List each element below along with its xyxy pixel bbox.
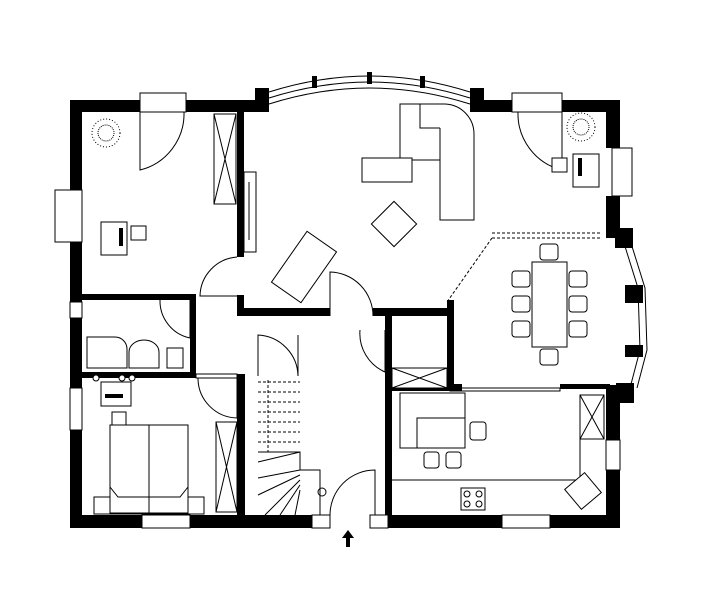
doors bbox=[139, 111, 563, 516]
windows bbox=[54, 92, 633, 529]
dining-table bbox=[511, 243, 588, 366]
armchair bbox=[370, 200, 418, 248]
desk bbox=[100, 221, 147, 256]
lounge-chair bbox=[270, 230, 338, 304]
living-furniture bbox=[243, 103, 475, 304]
plant-icon bbox=[566, 112, 596, 142]
open-partition bbox=[446, 232, 600, 303]
desk bbox=[551, 153, 600, 188]
arrow-up-icon bbox=[342, 530, 354, 547]
plant-icon bbox=[91, 118, 121, 148]
outer-walls bbox=[70, 88, 643, 528]
kitchen bbox=[392, 392, 603, 511]
wardrobes bbox=[213, 113, 605, 513]
bay-window-right bbox=[622, 239, 648, 389]
bathroom-fixtures bbox=[86, 336, 184, 382]
sofa bbox=[399, 103, 475, 221]
staircase bbox=[257, 380, 327, 516]
bed bbox=[93, 381, 205, 515]
bay-window-top bbox=[268, 72, 471, 105]
